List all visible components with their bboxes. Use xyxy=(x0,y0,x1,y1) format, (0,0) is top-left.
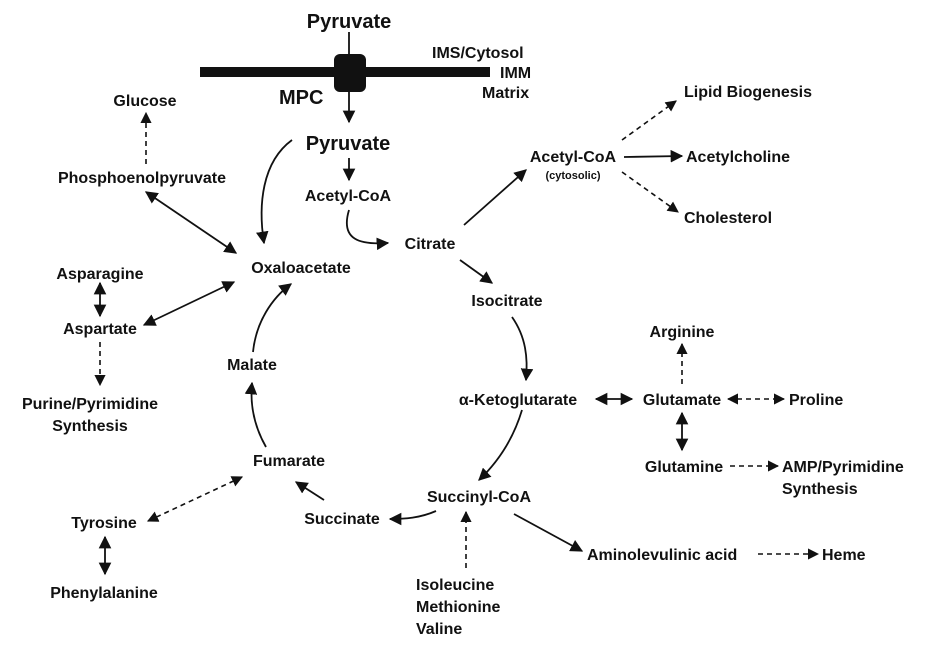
mpc-transporter xyxy=(334,54,366,92)
label-lipid-biogenesis: Lipid Biogenesis xyxy=(684,84,812,101)
label-succinate: Succinate xyxy=(304,511,380,528)
label-citrate: Citrate xyxy=(405,236,456,253)
label-valine: Valine xyxy=(416,621,462,638)
label-asparagine: Asparagine xyxy=(56,266,143,283)
label-cytosolic: (cytosolic) xyxy=(545,170,600,182)
arrow-acetylcoa-to-citrate xyxy=(346,209,390,251)
dashed-connector-lines xyxy=(94,100,820,568)
arrow-fumarate-to-malate xyxy=(244,381,267,448)
label-acetylcoa-cytosolic: Acetyl-CoA xyxy=(530,149,617,166)
label-glutamate: Glutamate xyxy=(643,392,721,409)
arrow-isocitrate-to-akg xyxy=(511,316,534,382)
label-glucose: Glucose xyxy=(113,93,176,110)
label-isocitrate: Isocitrate xyxy=(471,293,542,310)
label-matrix: Matrix xyxy=(482,85,529,102)
connector-lines xyxy=(93,32,689,576)
label-acetylcoa-mito: Acetyl-CoA xyxy=(305,188,392,205)
arrow-cyto-acetylcoa-to-acetylcholine xyxy=(623,149,684,163)
label-amp-pyrimidine-line1: AMP/Pyrimidine xyxy=(782,459,904,476)
arrow-akg-to-succinylcoa xyxy=(478,409,523,481)
label-acetylcholine: Acetylcholine xyxy=(686,149,790,166)
arrow-aspartate-oxaloacetate xyxy=(142,281,236,326)
label-cholesterol: Cholesterol xyxy=(684,210,772,227)
label-amp-pyrimidine-line2: Synthesis xyxy=(782,481,858,498)
arrow-tyrosine-fumarate xyxy=(146,476,244,522)
label-glutamine: Glutamine xyxy=(645,459,723,476)
arrow-succinylcoa-to-succinate xyxy=(388,510,437,526)
label-purine-pyrimidine-line2: Synthesis xyxy=(52,418,128,435)
label-phosphoenolpyruvate: Phosphoenolpyruvate xyxy=(58,170,226,187)
label-tyrosine: Tyrosine xyxy=(71,515,137,532)
arrow-pyruvate-to-oxaloacetate xyxy=(256,139,293,245)
label-imm: IMM xyxy=(500,65,531,82)
label-aminolevulinic-acid: Aminolevulinic acid xyxy=(587,547,737,564)
label-purine-pyrimidine-line1: Purine/Pyrimidine xyxy=(22,396,158,413)
arrow-cyto-acetylcoa-to-lipid xyxy=(621,100,677,141)
label-arginine: Arginine xyxy=(650,324,715,341)
label-pyruvate-matrix: Pyruvate xyxy=(306,133,391,155)
label-pyruvate-cytosol: Pyruvate xyxy=(307,11,392,33)
label-phenylalanine: Phenylalanine xyxy=(50,585,158,602)
label-methionine: Methionine xyxy=(416,599,501,616)
arrow-succinylcoa-to-ala xyxy=(513,513,584,552)
arrow-pep-oxaloacetate xyxy=(144,191,238,254)
label-malate: Malate xyxy=(227,357,277,374)
arrow-citrate-to-cyto-acetylcoa xyxy=(463,169,527,226)
label-isoleucine: Isoleucine xyxy=(416,577,494,594)
label-fumarate: Fumarate xyxy=(253,453,325,470)
arrow-succinate-to-fumarate xyxy=(294,481,325,501)
label-succinyl-coa: Succinyl-CoA xyxy=(427,489,531,506)
label-mpc: MPC xyxy=(279,87,323,109)
arrow-cyto-acetylcoa-to-cholesterol xyxy=(621,171,679,213)
label-oxaloacetate: Oxaloacetate xyxy=(251,260,351,277)
arrow-malate-to-oxaloacetate xyxy=(252,283,293,353)
label-alpha-ketoglutarate: α-Ketoglutarate xyxy=(459,392,577,409)
label-ims-cytosol: IMS/Cytosol xyxy=(432,45,524,62)
label-aspartate: Aspartate xyxy=(63,321,137,338)
arrow-citrate-to-isocitrate xyxy=(459,259,494,284)
label-proline: Proline xyxy=(789,392,843,409)
label-heme: Heme xyxy=(822,547,866,564)
